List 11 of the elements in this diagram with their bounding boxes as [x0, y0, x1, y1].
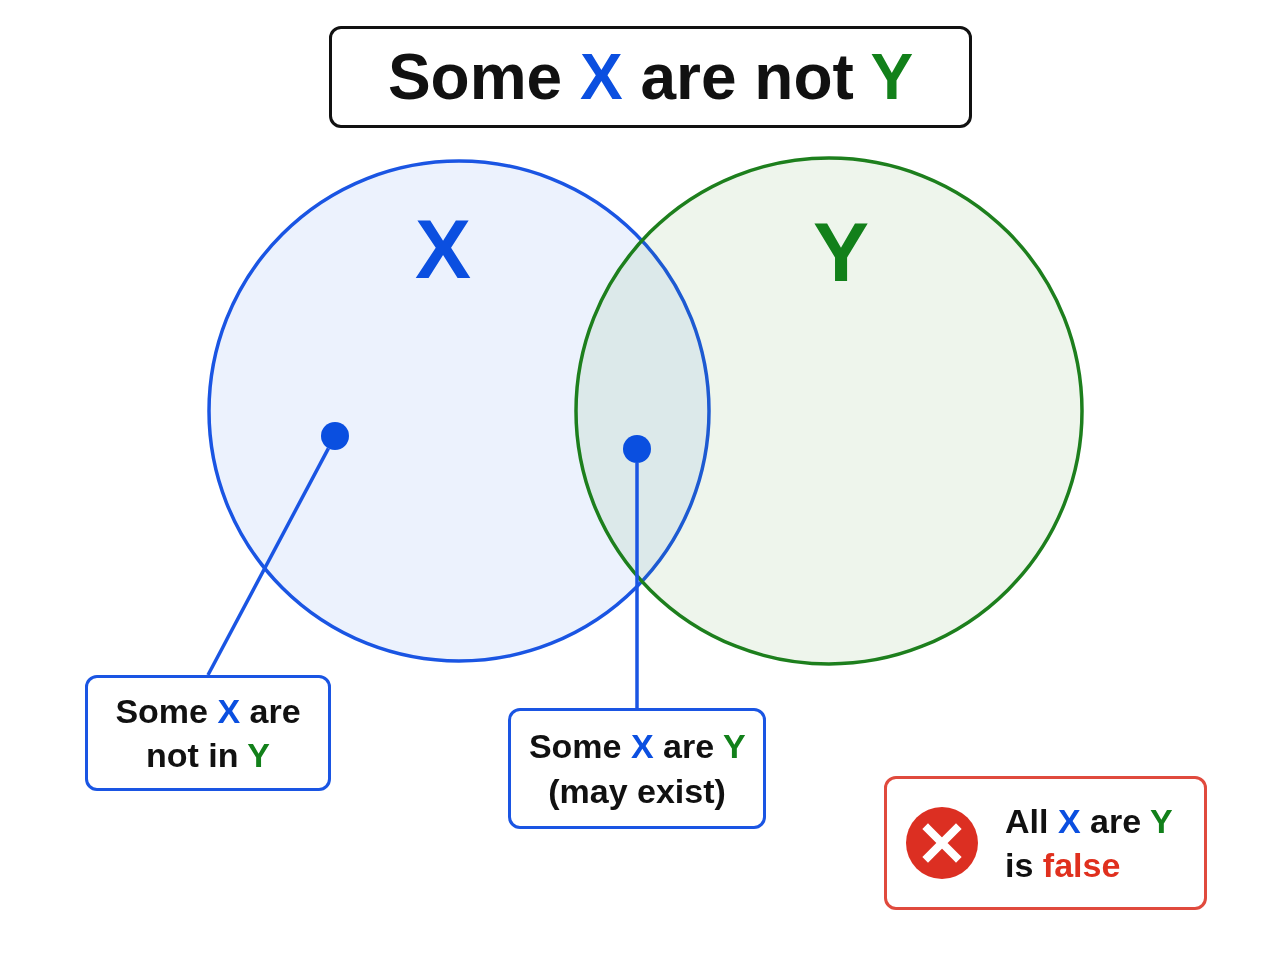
verdict-panel — [884, 776, 1207, 910]
set-label: Y — [813, 210, 869, 294]
callout: Some X are not in Y — [85, 675, 331, 791]
leader-line — [206, 447, 330, 676]
dot-icon — [623, 435, 651, 463]
set-label: X — [415, 207, 471, 291]
leader-line — [635, 463, 639, 708]
verdict-text: All X are Y is false — [1005, 800, 1173, 886]
callout: Some X are Y (may exist) — [508, 708, 766, 829]
title: Some X are not Y — [329, 26, 972, 128]
dot-icon — [321, 422, 349, 450]
